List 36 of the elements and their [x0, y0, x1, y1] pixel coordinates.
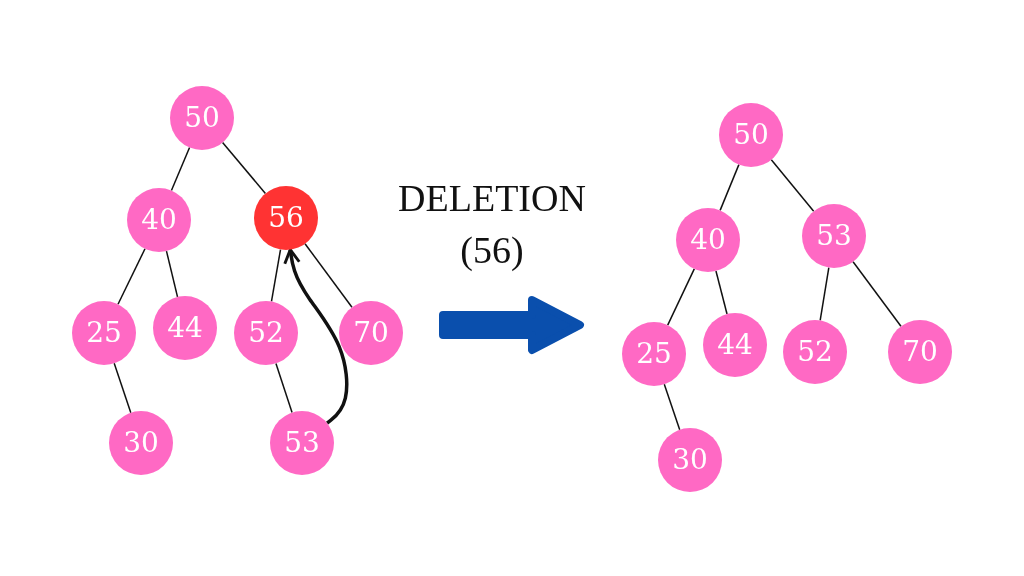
tree-edge: [275, 362, 293, 414]
operation-title: DELETION: [398, 176, 586, 220]
node-value: 50: [184, 104, 220, 132]
node-value: 30: [123, 429, 159, 457]
move-arrow: [283, 248, 349, 425]
tree-edge: [819, 266, 830, 322]
tree-edge: [666, 268, 696, 326]
node-value: 52: [797, 338, 833, 366]
tree-edge: [715, 270, 728, 315]
node-value: 40: [141, 206, 177, 234]
node-value: 70: [902, 338, 938, 366]
node-value: 40: [690, 226, 726, 254]
tree-edge: [663, 383, 681, 431]
node-value: 30: [672, 446, 708, 474]
node-value: 44: [717, 331, 753, 359]
tree-edge: [117, 248, 146, 305]
node-value: 70: [353, 319, 389, 347]
tree-node-circle: [339, 301, 403, 365]
tree-edge: [221, 141, 267, 195]
node-value: 56: [268, 204, 304, 232]
node-value: 53: [284, 429, 320, 457]
deleted-key-label: (56): [460, 228, 524, 272]
tree-edge: [113, 362, 132, 414]
node-value: 25: [636, 340, 672, 368]
tree-edge: [170, 146, 191, 192]
node-value: 50: [733, 121, 769, 149]
tree-edge: [165, 250, 179, 298]
tree-edge: [852, 260, 902, 328]
tree-edge: [770, 158, 815, 213]
node-value: 52: [248, 319, 284, 347]
node-value: 53: [816, 222, 852, 250]
tree-edge: [270, 248, 282, 303]
node-value: 25: [86, 319, 122, 347]
tree-edge: [719, 163, 740, 212]
tree-edge: [304, 243, 353, 308]
node-value: 44: [167, 314, 203, 342]
